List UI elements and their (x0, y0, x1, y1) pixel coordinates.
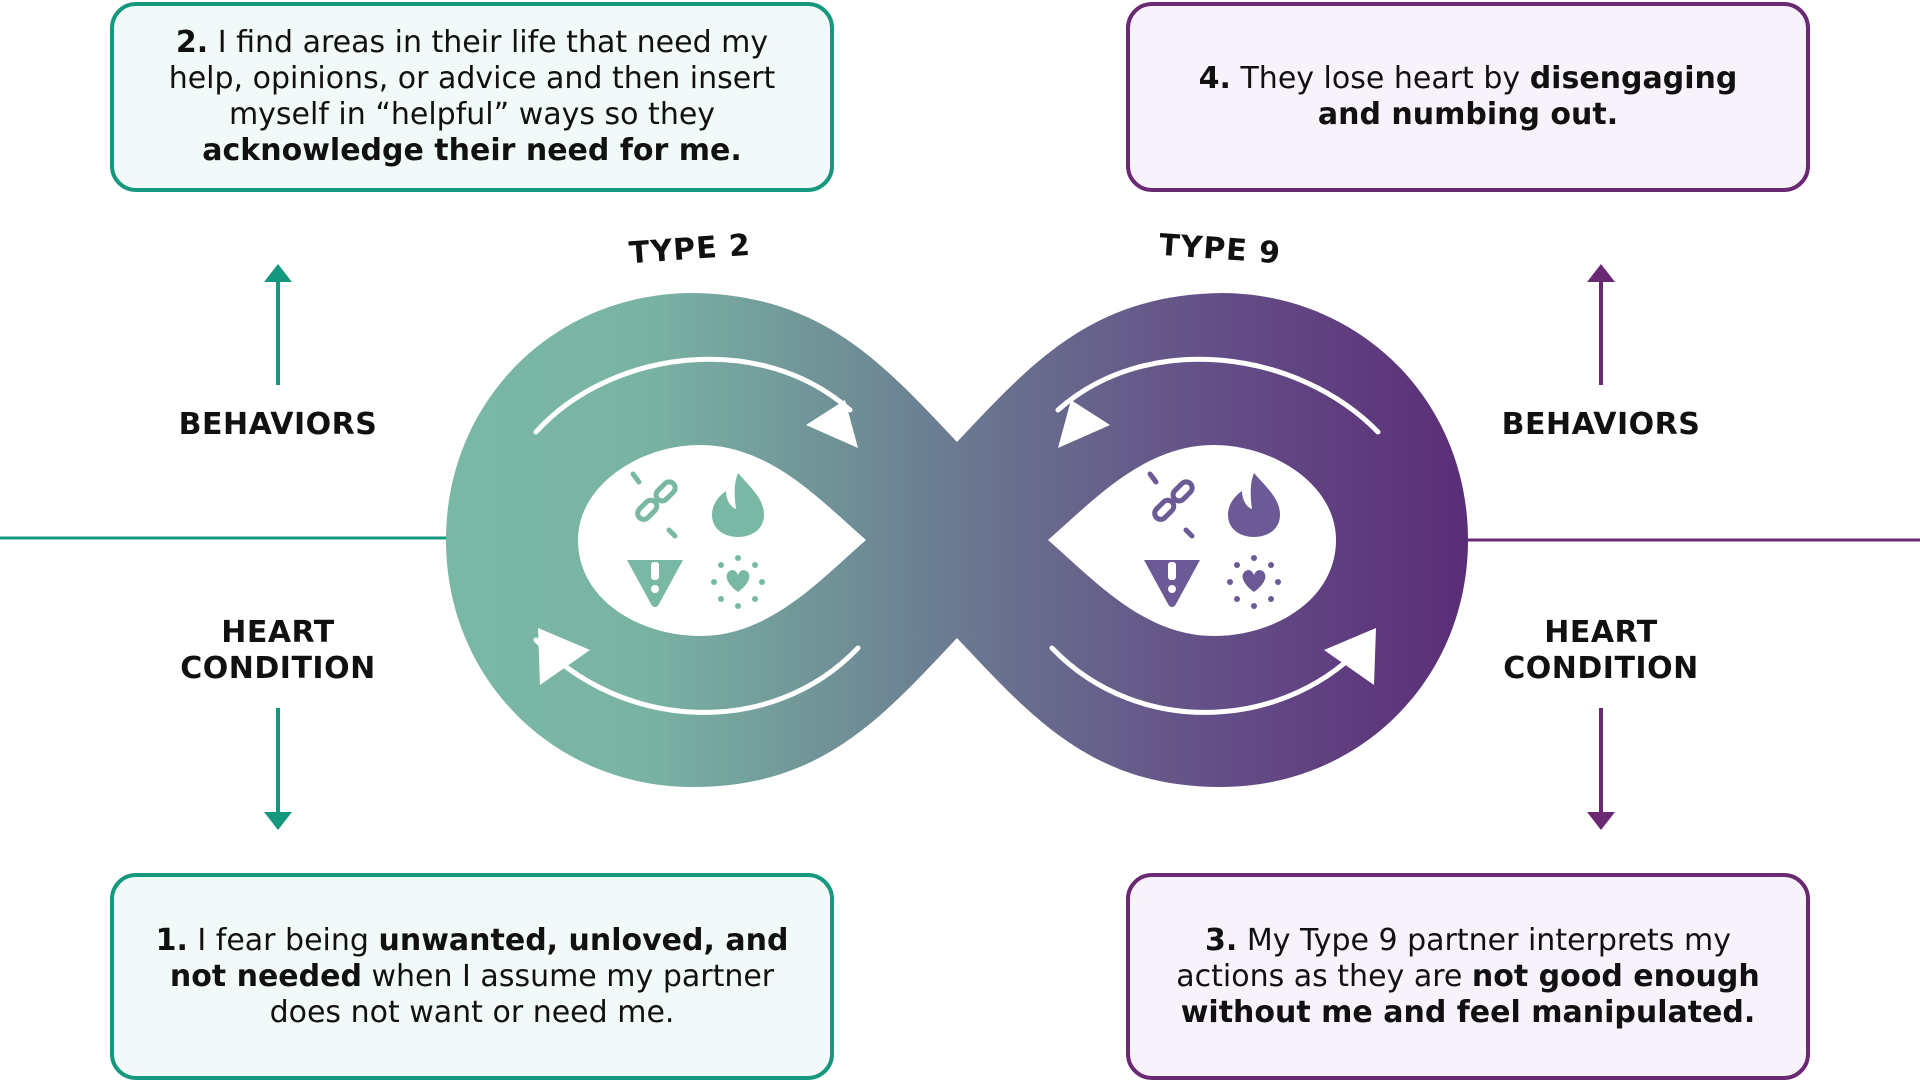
box-bold-text: disengaging and numbing out. (1317, 61, 1738, 132)
right-behaviors-label: BEHAVIORS (1501, 407, 1701, 442)
left-heart-line2: CONDITION (180, 651, 376, 686)
right-behaviors-arrow (1587, 264, 1615, 385)
box-text-end: when I assume my partner does not want o… (269, 958, 775, 1030)
box-text: I find areas in their life that need my … (168, 25, 776, 132)
warning-icon (1144, 560, 1200, 607)
broken-link-icon (1147, 471, 1195, 539)
right-heart-condition-label: HEART CONDITION (1473, 615, 1729, 687)
type9-behavior-box: 4. They lose heart by disengaging and nu… (1126, 2, 1810, 192)
left-heart-line1: HEART (221, 615, 335, 650)
type9-heart-box: 3. My Type 9 partner interprets my actio… (1126, 873, 1810, 1080)
type2-heart-box: 1. I fear being unwanted, unloved, and n… (110, 873, 834, 1080)
step-number: 3. (1205, 922, 1238, 958)
broken-link-icon (630, 471, 678, 539)
type2-behavior-box: 2. I find areas in their life that need … (110, 2, 834, 192)
cycle-arrowheads (538, 400, 1376, 685)
box-bold-text: acknowledge their need for me. (202, 133, 742, 168)
left-heart-condition-label: HEART CONDITION (150, 615, 406, 687)
step-number: 1. (155, 922, 188, 958)
infinity-shape (446, 293, 1468, 787)
heart-burst-icon (1227, 555, 1281, 609)
right-heart-arrow (1587, 708, 1615, 830)
step-number: 2. (175, 25, 209, 60)
box-text: My Type 9 partner interprets my actions … (1176, 922, 1731, 994)
flame-icon (712, 473, 764, 537)
warning-icon (627, 560, 683, 607)
left-behaviors-arrow (264, 264, 292, 385)
flame-icon (1228, 473, 1280, 537)
box-bold-text: unwanted, unloved, and not needed (169, 922, 789, 994)
step-number: 4. (1198, 61, 1231, 96)
left-behaviors-label: BEHAVIORS (178, 407, 378, 442)
cycle-arrows (533, 356, 1381, 715)
right-heart-line2: CONDITION (1503, 651, 1699, 686)
right-heart-line1: HEART (1544, 615, 1658, 650)
heart-burst-icon (711, 555, 765, 609)
box-bold-text: not good enough without me and feel mani… (1180, 958, 1760, 1030)
left-heart-arrow (264, 708, 292, 830)
box-text: I fear being (187, 922, 379, 958)
box-text: They lose heart by (1230, 61, 1530, 96)
